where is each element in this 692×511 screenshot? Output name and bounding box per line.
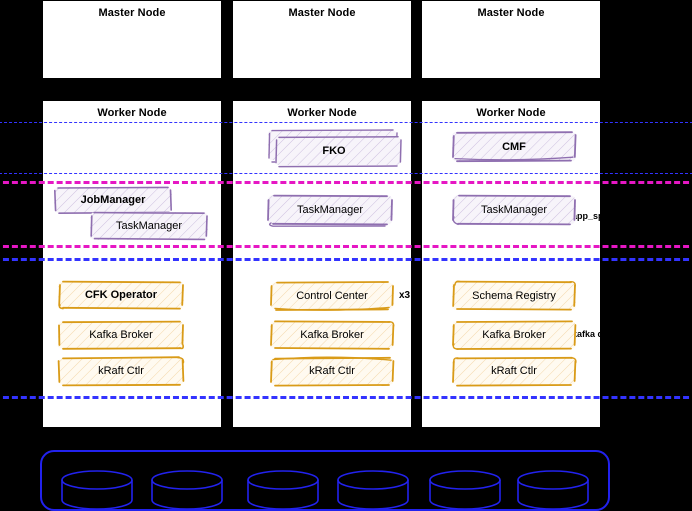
storage-disk-4	[337, 470, 409, 510]
component-kraft-ctlr-1[interactable]: kRaft Ctlr	[56, 355, 186, 387]
component-taskmanager-2[interactable]: TaskManager	[265, 193, 395, 227]
component-jobmanager[interactable]: JobManager	[52, 185, 174, 215]
component-kraft-ctlr-2[interactable]: kRaft Ctlr	[268, 355, 396, 387]
storage-disk-6	[517, 470, 589, 510]
worker-node-title-3: Worker Node	[476, 107, 546, 119]
component-label: TaskManager	[296, 204, 364, 216]
master-node-card-3: Master Node	[421, 0, 601, 79]
component-cfk-operator[interactable]: CFK Operator	[56, 279, 186, 311]
master-node-title-1: Master Node	[98, 7, 166, 19]
zone-kafka-cluster-label: kafka cl	[572, 329, 606, 339]
master-node-card-2: Master Node	[232, 0, 412, 79]
component-label: FKO	[322, 145, 346, 157]
component-label: kRaft Ctlr	[98, 365, 144, 377]
storage-disk-2	[151, 470, 223, 510]
component-kraft-ctlr-3[interactable]: kRaft Ctlr	[450, 355, 578, 387]
component-control-center[interactable]: Control Center	[268, 280, 396, 312]
zone-app-space-label: app_spa	[572, 211, 609, 221]
component-label: kRaft Ctlr	[491, 365, 537, 377]
component-label: CFK Operator	[84, 289, 158, 301]
storage-band	[40, 450, 610, 511]
storage-disk-5	[429, 470, 501, 510]
component-taskmanager-3[interactable]: TaskManager	[450, 193, 578, 227]
component-label: Control Center	[296, 290, 368, 302]
storage-disk-1	[61, 470, 133, 510]
component-label: Kafka Broker	[89, 329, 153, 341]
component-label: TaskManager	[480, 204, 548, 216]
component-kafka-broker-1[interactable]: Kafka Broker	[56, 319, 186, 351]
component-label: JobManager	[80, 194, 146, 206]
component-kafka-broker-2[interactable]: Kafka Broker	[268, 319, 396, 351]
component-taskmanager-1[interactable]: TaskManager	[88, 210, 210, 242]
component-label: Kafka Broker	[482, 329, 546, 341]
component-label: Schema Registry	[472, 289, 556, 302]
component-label: CMF	[502, 140, 526, 153]
master-node-card-1: Master Node	[42, 0, 222, 79]
component-schema-registry[interactable]: Schema Registry	[450, 279, 578, 312]
worker-node-title-1: Worker Node	[97, 107, 167, 119]
component-fko[interactable]: FKO	[265, 128, 403, 168]
master-node-title-2: Master Node	[288, 7, 356, 19]
master-node-title-3: Master Node	[477, 7, 545, 19]
storage-disk-3	[247, 470, 319, 510]
component-label: TaskManager	[115, 220, 183, 232]
control-center-multiplier: x3	[399, 290, 411, 301]
component-kafka-broker-3[interactable]: Kafka Broker	[450, 319, 578, 351]
component-label: kRaft Ctlr	[309, 365, 355, 377]
worker-node-title-2: Worker Node	[287, 107, 357, 119]
component-label: Kafka Broker	[300, 329, 364, 341]
component-cmf[interactable]: CMF	[450, 130, 578, 163]
